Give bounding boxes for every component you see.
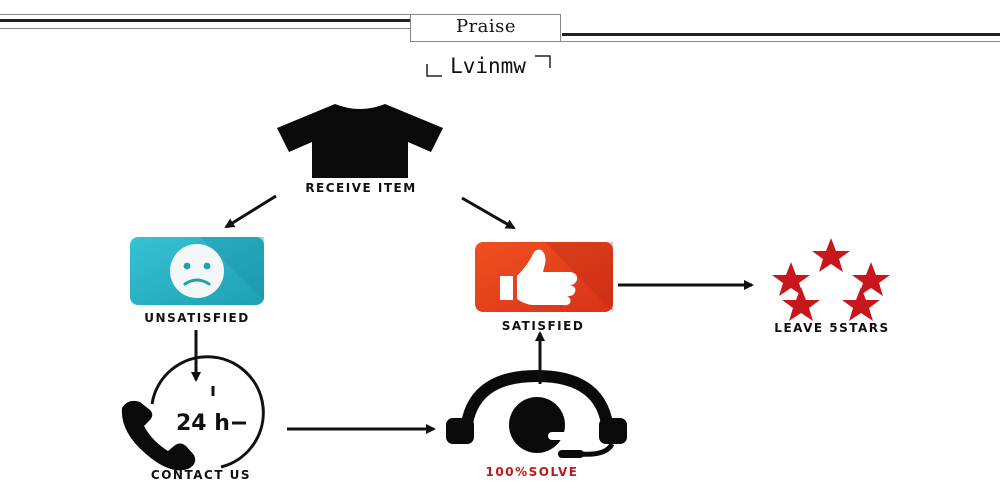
t-shirt-icon — [277, 104, 443, 178]
thumbs-up-icon — [475, 242, 613, 312]
header-rule-top — [0, 14, 560, 15]
arrow-receive-to-satisfied — [461, 196, 516, 230]
label-satisfied: SATISFIED — [501, 319, 585, 333]
header-rule-mid — [0, 28, 410, 29]
five-stars-icon — [772, 238, 890, 321]
header-rule-right — [562, 33, 1000, 36]
label-leave-stars: LEAVE 5STARS — [774, 321, 890, 335]
headset-icon — [446, 369, 627, 458]
brand-name: Lvinmw — [450, 54, 526, 78]
contact-badge: 24 h — [176, 411, 230, 436]
arrow-receive-to-unsatisfied — [224, 194, 277, 229]
label-receive-item: RECEIVE ITEM — [305, 181, 417, 195]
header-rule-left — [0, 19, 410, 22]
header-rule-bottom — [410, 41, 1000, 42]
phone-24h-icon — [121, 355, 265, 471]
label-unsatisfied: UNSATISFIED — [144, 311, 250, 325]
header-rule-box-left — [410, 14, 411, 42]
sad-face-icon — [130, 237, 264, 305]
label-contact-us: CONTACT US — [150, 468, 252, 482]
page-title: Praise — [455, 16, 517, 37]
label-100-solve: 100%SOLVE — [485, 465, 579, 479]
header-rule-box-right — [560, 14, 561, 42]
